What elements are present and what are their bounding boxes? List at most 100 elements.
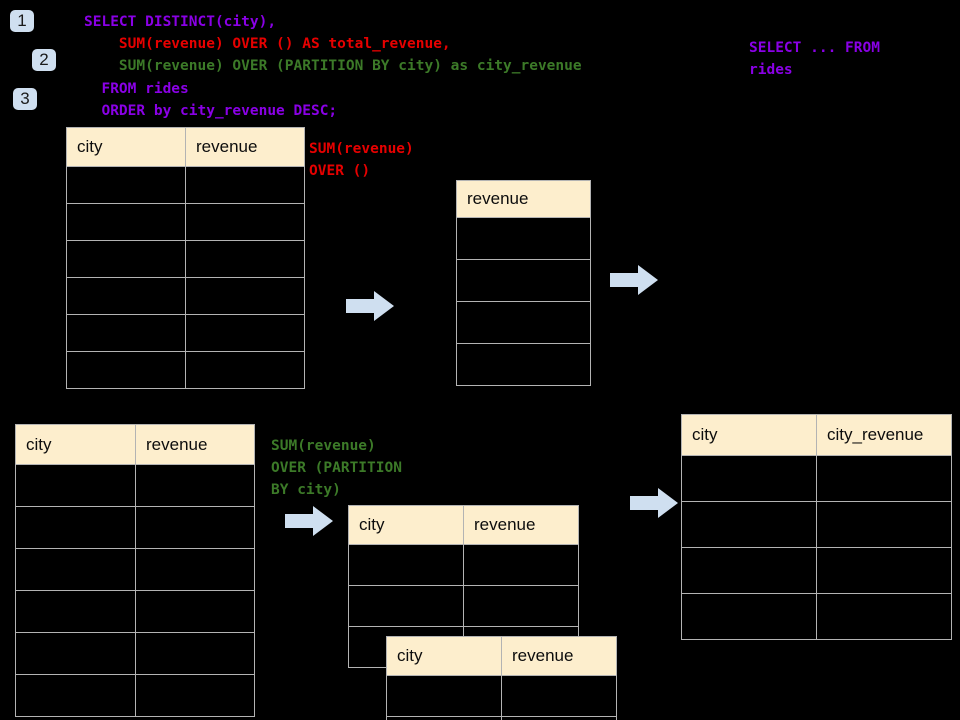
table-header-row: city revenue (66, 127, 305, 167)
column-header-revenue: revenue (463, 505, 579, 545)
cell-revenue (135, 548, 255, 591)
sql-line-select-distinct: SELECT DISTINCT(city), (84, 14, 277, 30)
rides-table-top: city revenue (66, 127, 305, 389)
cell-revenue (185, 240, 305, 278)
cell-revenue (185, 203, 305, 241)
step-badge-2: 2 (32, 49, 56, 71)
table-row (348, 585, 579, 627)
cell-revenue (501, 675, 617, 717)
table-row (66, 203, 305, 241)
table-row (456, 301, 591, 344)
table-row (15, 506, 255, 549)
annotation-sum-over-empty: SUM(revenue) OVER () (309, 141, 414, 179)
column-header-city: city (348, 505, 464, 545)
result-table: city city_revenue (681, 414, 952, 640)
cell-city-revenue (816, 547, 952, 594)
cell-city-revenue (816, 501, 952, 548)
table-row (681, 501, 952, 548)
cell-city (348, 544, 464, 586)
cell-revenue (135, 506, 255, 549)
cell-city (15, 464, 136, 507)
annotation-sum-over-partition: SUM(revenue) OVER (PARTITION BY city) (271, 438, 402, 498)
cell-revenue (456, 301, 591, 344)
total-revenue-table: revenue (456, 180, 591, 386)
table-row (15, 548, 255, 591)
cell-revenue (456, 259, 591, 302)
step-badge-3: 3 (13, 88, 37, 110)
table-row (681, 593, 952, 640)
cell-city (386, 675, 502, 717)
cell-revenue (135, 674, 255, 717)
cell-city (681, 547, 817, 594)
table-row (456, 217, 591, 260)
table-row (386, 675, 617, 717)
column-header-revenue: revenue (135, 424, 255, 465)
cell-revenue (456, 217, 591, 260)
arrow-total-to-result (610, 265, 658, 295)
cell-city (348, 585, 464, 627)
cell-city (681, 593, 817, 640)
cell-city (681, 501, 817, 548)
table-row (456, 343, 591, 386)
cell-city (386, 716, 502, 720)
partition-table-b: city revenue (386, 636, 617, 720)
cell-city (15, 590, 136, 633)
table-header-row: city city_revenue (681, 414, 952, 456)
rides-table-bottom: city revenue (15, 424, 255, 717)
column-header-city: city (66, 127, 186, 167)
cell-city (66, 314, 186, 352)
table-row (681, 455, 952, 502)
arrow-rides-to-partition (285, 506, 333, 536)
cell-revenue (463, 544, 579, 586)
cell-revenue (135, 632, 255, 675)
column-header-city-revenue: city_revenue (816, 414, 952, 456)
sql-line-from-rides: FROM rides (84, 81, 189, 97)
cell-city (15, 548, 136, 591)
annotation-select-from-rides: SELECT ... FROM rides (749, 40, 880, 78)
cell-city (15, 674, 136, 717)
column-header-city: city (681, 414, 817, 456)
arrow-rides-to-total (346, 291, 394, 321)
cell-city-revenue (816, 455, 952, 502)
cell-city (15, 506, 136, 549)
cell-revenue (185, 314, 305, 352)
cell-city (66, 351, 186, 389)
table-header-row: city revenue (386, 636, 617, 676)
column-header-revenue: revenue (185, 127, 305, 167)
table-row (456, 259, 591, 302)
cell-city (66, 166, 186, 204)
arrow-partition-to-result (630, 488, 678, 518)
table-header-row: revenue (456, 180, 591, 218)
table-row (66, 166, 305, 204)
column-header-city: city (386, 636, 502, 676)
cell-revenue (501, 716, 617, 720)
column-header-revenue: revenue (456, 180, 591, 218)
cell-revenue (463, 585, 579, 627)
table-row (15, 464, 255, 507)
table-row (15, 590, 255, 633)
sql-line-sum-over-empty: SUM(revenue) OVER () AS total_revenue, (84, 36, 451, 52)
step-badge-1: 1 (10, 10, 34, 32)
table-row (386, 716, 617, 720)
cell-city (66, 277, 186, 315)
cell-city-revenue (816, 593, 952, 640)
table-row (66, 351, 305, 389)
cell-revenue (135, 590, 255, 633)
column-header-revenue: revenue (501, 636, 617, 676)
sql-line-sum-over-partition: SUM(revenue) OVER (PARTITION BY city) as… (84, 58, 582, 74)
table-row (15, 674, 255, 717)
cell-revenue (185, 166, 305, 204)
cell-city (681, 455, 817, 502)
cell-revenue (456, 343, 591, 386)
table-row (66, 277, 305, 315)
column-header-city: city (15, 424, 136, 465)
cell-revenue (185, 277, 305, 315)
cell-revenue (135, 464, 255, 507)
table-header-row: city revenue (15, 424, 255, 465)
cell-revenue (185, 351, 305, 389)
table-row (66, 314, 305, 352)
table-row (348, 544, 579, 586)
cell-city (66, 240, 186, 278)
table-row (15, 632, 255, 675)
